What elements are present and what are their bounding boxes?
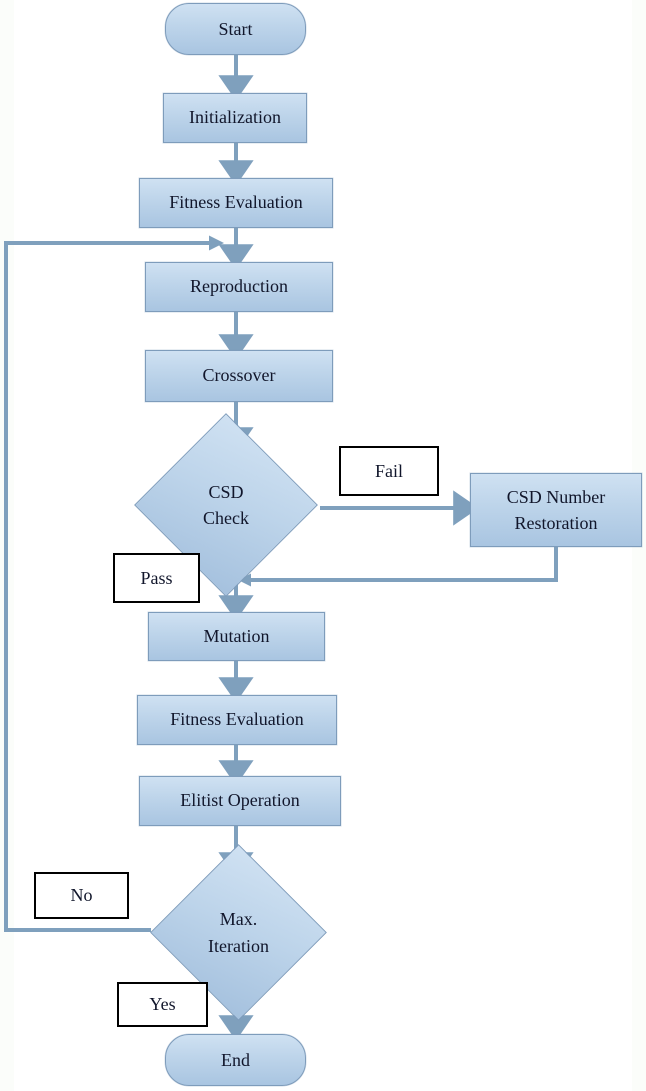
node-fitness-evaluation-1-label: Fitness Evaluation bbox=[169, 192, 303, 213]
edge-csdrestore-arrowhead bbox=[238, 573, 251, 587]
node-max-iteration-label-line1: Max. bbox=[219, 909, 258, 930]
node-reproduction[interactable]: Reproduction bbox=[145, 262, 333, 312]
node-csd-check-label-line1: CSD bbox=[208, 481, 244, 502]
node-end[interactable]: End bbox=[165, 1034, 306, 1086]
node-csd-check-text: CSD Check bbox=[161, 440, 291, 570]
node-mutation-label: Mutation bbox=[203, 625, 270, 646]
edge-label-yes-text: Yes bbox=[149, 994, 176, 1014]
node-elitist-operation[interactable]: Elitist Operation bbox=[139, 776, 341, 826]
node-csd-number-restoration-label-line1: CSD Number bbox=[506, 486, 606, 507]
edge-label-fail: Fail bbox=[339, 446, 439, 496]
node-reproduction-label: Reproduction bbox=[190, 276, 288, 297]
node-max-iteration[interactable]: Max. Iteration bbox=[150, 844, 327, 1021]
edge-label-pass-text: Pass bbox=[140, 567, 173, 588]
edge-label-no: No bbox=[34, 872, 129, 919]
node-start-label: Start bbox=[218, 18, 253, 39]
node-fitness-evaluation-1[interactable]: Fitness Evaluation bbox=[139, 178, 333, 228]
edge-loop-arrowhead bbox=[209, 235, 224, 251]
edge-label-pass: Pass bbox=[113, 553, 200, 603]
node-fitness-evaluation-2-label: Fitness Evaluation bbox=[170, 709, 304, 730]
node-max-iteration-label-line2: Iteration bbox=[208, 935, 269, 956]
node-csd-number-restoration-text: CSD Number Restoration bbox=[507, 484, 606, 536]
node-initialization[interactable]: Initialization bbox=[163, 93, 307, 143]
node-csd-check[interactable]: CSD Check bbox=[134, 413, 318, 597]
node-start[interactable]: Start bbox=[165, 3, 306, 55]
node-max-iteration-text: Max. Iteration bbox=[176, 870, 301, 995]
edge-label-yes: Yes bbox=[117, 982, 208, 1027]
edge-maxiter-to-reproduction-path bbox=[4, 241, 212, 932]
node-csd-check-label-line2: Check bbox=[203, 508, 249, 528]
node-csd-number-restoration-label-line2: Restoration bbox=[514, 513, 598, 533]
node-mutation[interactable]: Mutation bbox=[148, 612, 325, 661]
edge-label-fail-text: Fail bbox=[374, 460, 403, 481]
node-fitness-evaluation-2[interactable]: Fitness Evaluation bbox=[137, 695, 337, 745]
edge-label-no-text: No bbox=[70, 885, 93, 905]
node-csd-number-restoration[interactable]: CSD Number Restoration bbox=[470, 473, 642, 547]
node-end-label: End bbox=[221, 1049, 250, 1070]
node-elitist-operation-label: Elitist Operation bbox=[180, 790, 300, 811]
node-initialization-label: Initialization bbox=[189, 107, 281, 128]
node-crossover[interactable]: Crossover bbox=[145, 350, 333, 402]
node-crossover-label: Crossover bbox=[202, 365, 276, 386]
edge-csdrestore-return-path bbox=[247, 547, 558, 582]
